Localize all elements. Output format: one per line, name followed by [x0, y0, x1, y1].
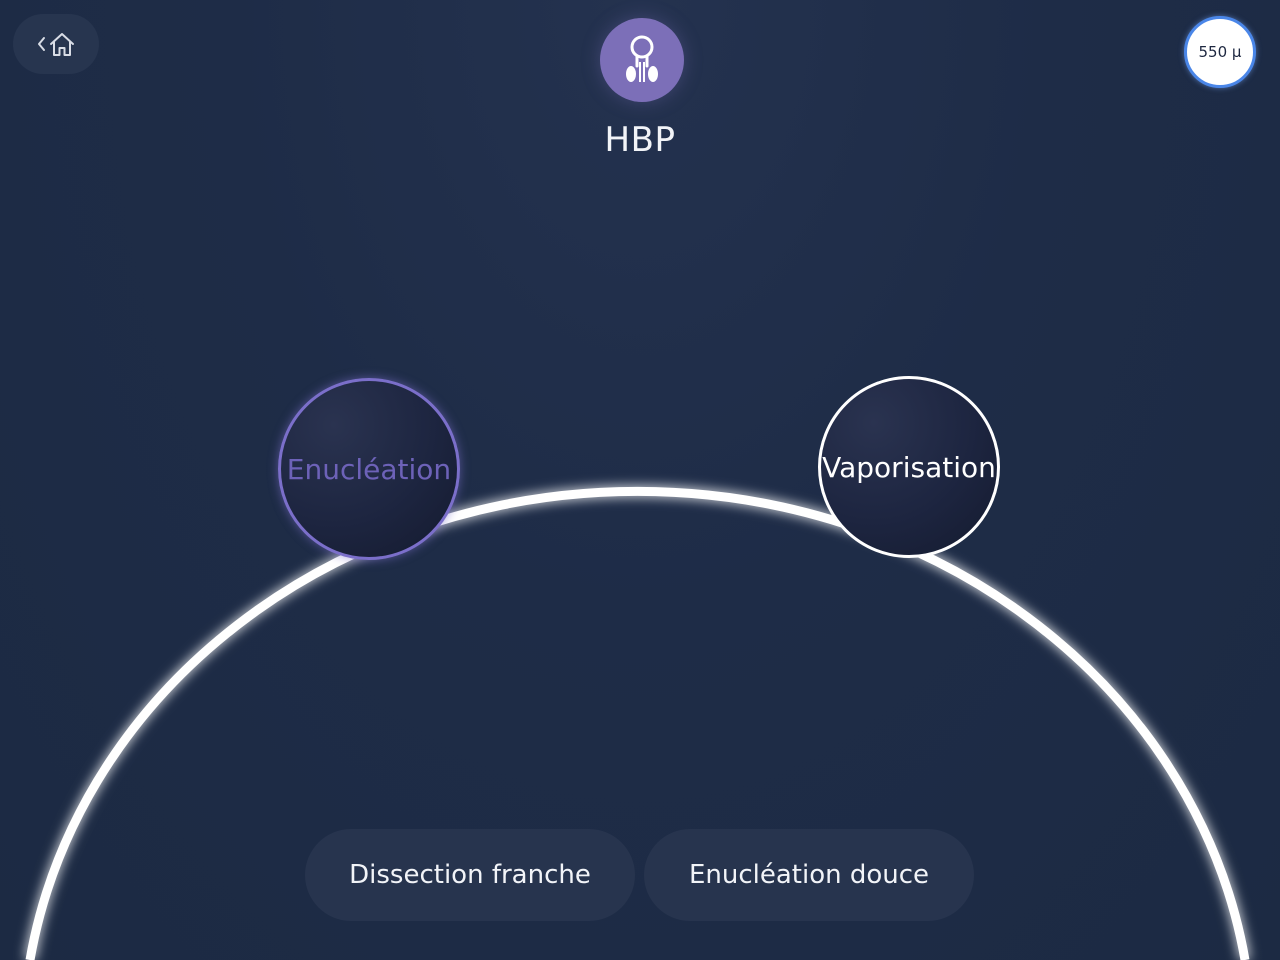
submode-dissection-franche-button[interactable]: Dissection franche — [305, 829, 635, 921]
fiber-size-badge[interactable]: 550 µ — [1184, 16, 1256, 88]
indication-title: HBP — [604, 120, 676, 160]
submode-label: Dissection franche — [349, 860, 591, 890]
mode-enucleation-label: Enucléation — [286, 452, 452, 486]
mode-enucleation-button[interactable]: Enucléation — [278, 378, 460, 560]
submode-label: Enucléation douce — [688, 860, 930, 890]
back-home-icon — [38, 33, 74, 56]
back-home-button[interactable] — [13, 14, 99, 74]
mode-vaporisation-button[interactable]: Vaporisation — [818, 376, 1000, 558]
prostate-icon — [626, 35, 658, 82]
submode-enucleation-douce-button[interactable]: Enucléation douce — [644, 829, 974, 921]
mode-vaporisation-label: Vaporisation — [822, 450, 996, 484]
indication-icon — [600, 18, 684, 102]
